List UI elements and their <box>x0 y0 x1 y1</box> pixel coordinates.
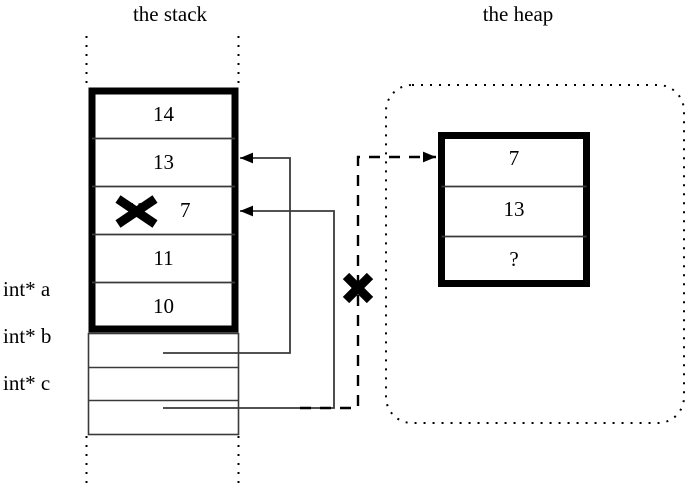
variable-label-c: int* c <box>3 371 51 395</box>
invalidated-heap-pointer <box>342 272 374 304</box>
pointer-b-to-stack-cell-13 <box>163 152 291 354</box>
stack-region-title: the stack <box>132 2 208 26</box>
stack-cell-value-4: 10 <box>153 294 174 318</box>
heap-cell-value-0: 7 <box>508 146 520 170</box>
stack-cell-value-1: 13 <box>153 150 174 174</box>
stack-cell-value-0: 14 <box>153 102 174 126</box>
pointer-variable-slots <box>87 332 240 436</box>
pointer-c-to-stack-cell-12 <box>163 205 335 409</box>
stack-cell-annotation-2: 7 <box>180 198 191 222</box>
heap-allocated-array <box>438 132 590 287</box>
heap-region-title: the heap <box>482 2 554 26</box>
variable-label-a: int* a <box>3 277 51 301</box>
stack-allocated-array <box>88 87 239 333</box>
stack-cell-value-3: 11 <box>153 246 174 270</box>
stack-cell-value-2: 12 <box>126 198 148 222</box>
heap-cell-value-2: ? <box>509 247 519 271</box>
struck-value-12 <box>115 195 158 228</box>
heap-cell-value-1: 13 <box>503 197 525 221</box>
variable-label-b: int* b <box>3 324 52 348</box>
